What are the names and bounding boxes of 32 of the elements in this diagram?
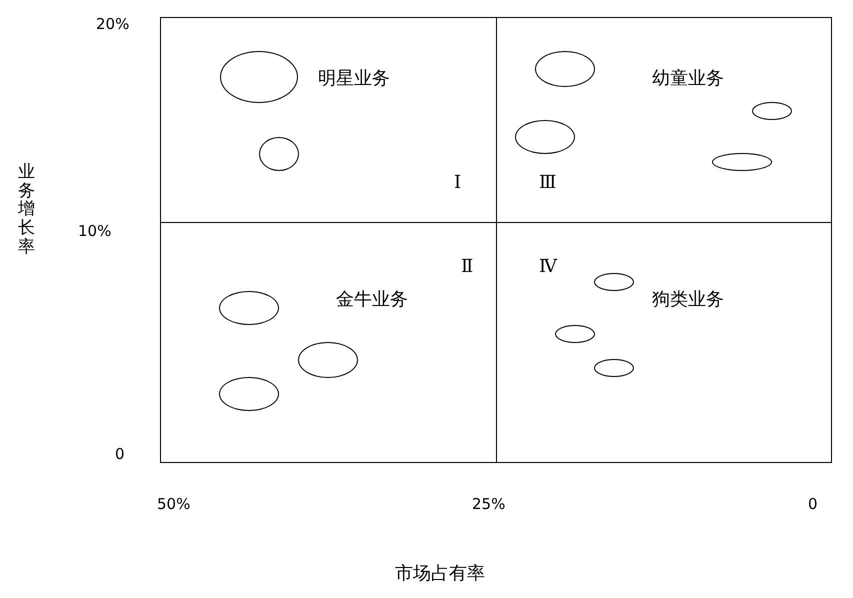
bubble xyxy=(594,358,634,376)
axis-tick-label: 10% xyxy=(78,224,112,239)
bubble xyxy=(534,50,594,86)
bubble xyxy=(554,324,594,342)
axis-tick-label: 20% xyxy=(96,17,130,32)
quadrant-box xyxy=(160,17,497,223)
quadrant-number: Ⅰ xyxy=(454,174,462,192)
axis-tick-label: 0 xyxy=(808,497,818,512)
axis-tick-label: 25% xyxy=(472,497,506,512)
quadrant-box xyxy=(160,222,497,463)
quadrant-title: 狗类业务 xyxy=(652,291,724,309)
quadrant-title: 幼童业务 xyxy=(652,70,724,88)
bubble xyxy=(594,272,634,290)
quadrant-number: Ⅳ xyxy=(539,258,557,276)
bubble xyxy=(218,376,278,410)
quadrant-number: Ⅲ xyxy=(539,174,556,192)
bubble xyxy=(258,136,298,170)
quadrant-title: 金牛业务 xyxy=(336,291,408,309)
axis-title: 市场占有率 xyxy=(395,565,485,583)
quadrant-title: 明星业务 xyxy=(318,70,390,88)
axis-tick-label: 50% xyxy=(157,497,190,512)
bubble xyxy=(712,152,772,170)
bubble xyxy=(220,50,298,102)
axis-title: 业务增长率 xyxy=(18,163,35,256)
bubble xyxy=(218,290,278,324)
bubble xyxy=(298,342,358,378)
bubble xyxy=(752,102,792,120)
quadrant-box xyxy=(496,17,832,223)
quadrant-number: Ⅱ xyxy=(461,258,474,276)
quadrant-box xyxy=(496,222,832,463)
axis-tick-label: 0 xyxy=(115,447,125,462)
bubble xyxy=(514,120,574,154)
